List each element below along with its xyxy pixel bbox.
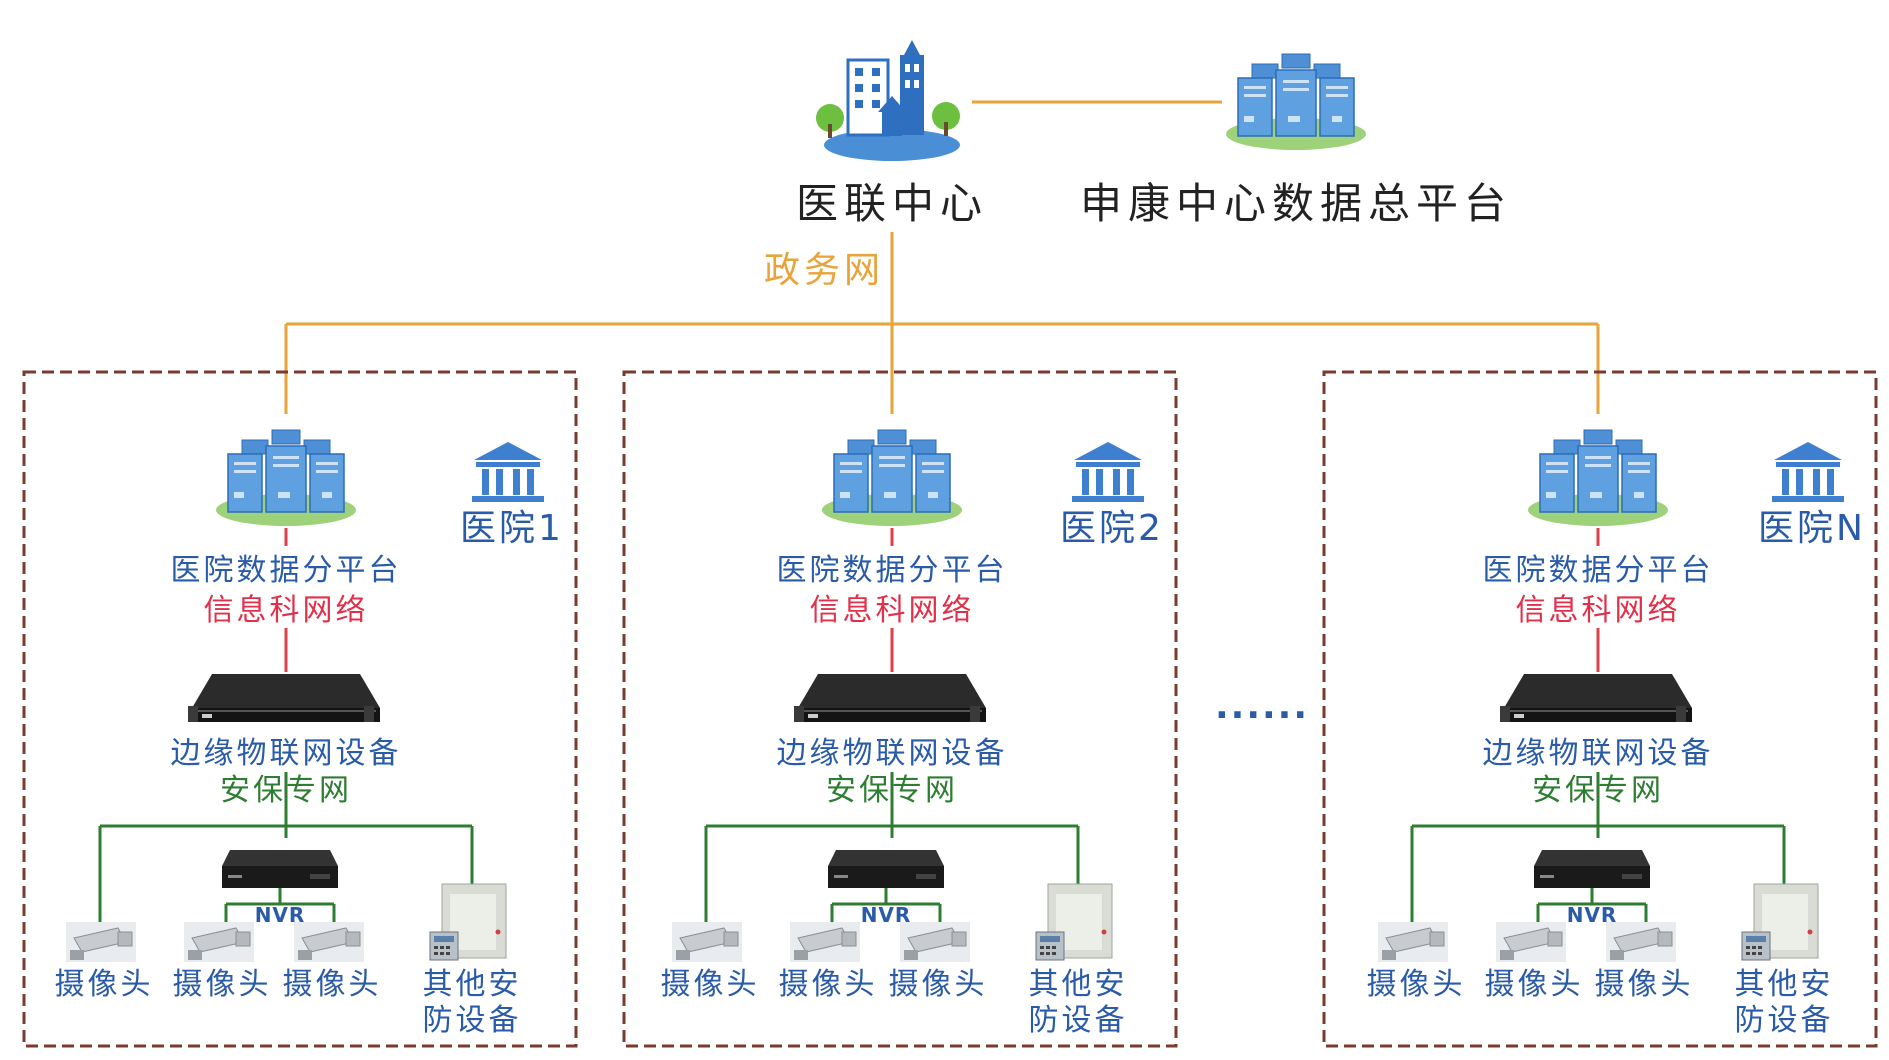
camera-label: 摄像头 <box>889 967 988 1002</box>
edge-iot-device-icon <box>188 674 380 722</box>
camera-label: 摄像头 <box>779 967 878 1002</box>
hospital-panels: 医院1医院数据分平台信息科网络边缘物联网设备安保专网NVR摄像头摄像头摄像头其他… <box>22 370 1878 1048</box>
hospital-panel: 医院1医院数据分平台信息科网络边缘物联网设备安保专网NVR摄像头摄像头摄像头其他… <box>22 370 578 1048</box>
hospital-frame <box>622 370 1178 1048</box>
camera-icon <box>183 921 255 963</box>
other-security-device-label-line2: 防设备 <box>423 1003 522 1038</box>
camera-icon <box>671 921 743 963</box>
master-platform-server-icon <box>1225 53 1367 151</box>
hospital-platform-label: 医院数据分平台 <box>777 553 1008 588</box>
nvr-icon <box>222 850 338 888</box>
other-security-device-label-line1: 其他安 <box>1735 967 1834 1002</box>
hospital-name: 医院1 <box>460 508 564 549</box>
alarm-panel-icon <box>1741 883 1819 961</box>
camera-icon <box>789 921 861 963</box>
other-security-device-label-line1: 其他安 <box>423 967 522 1002</box>
camera-label: 摄像头 <box>1595 967 1694 1002</box>
other-security-device-label-line1: 其他安 <box>1029 967 1128 1002</box>
medical-union-center-label: 医联中心 <box>796 179 988 228</box>
camera-label: 摄像头 <box>55 967 154 1002</box>
camera-label: 摄像头 <box>661 967 760 1002</box>
government-network-label: 政务网 <box>764 250 884 291</box>
camera-label: 摄像头 <box>283 967 382 1002</box>
it-network-label: 信息科网络 <box>1516 593 1681 628</box>
edge-iot-device-icon <box>794 674 986 722</box>
nvr-icon <box>1534 850 1650 888</box>
edge-device-label: 边缘物联网设备 <box>171 736 402 771</box>
nvr-icon <box>828 850 944 888</box>
camera-label: 摄像头 <box>173 967 272 1002</box>
camera-icon <box>1605 921 1677 963</box>
master-platform-label: 申康中心数据总平台 <box>1080 179 1512 228</box>
hospital-name: 医院2 <box>1060 508 1164 549</box>
hospital-platform-server-icon <box>1527 429 1669 527</box>
hospital-frame <box>22 370 578 1048</box>
alarm-panel-icon <box>429 883 507 961</box>
camera-label: 摄像头 <box>1485 967 1584 1002</box>
hospital-platform-label: 医院数据分平台 <box>171 553 402 588</box>
more-hospitals-ellipsis: ...... <box>1215 686 1309 727</box>
medical-union-center-icon <box>816 40 960 161</box>
edge-device-label: 边缘物联网设备 <box>777 736 1008 771</box>
camera-label: 摄像头 <box>1367 967 1466 1002</box>
it-network-label: 信息科网络 <box>810 593 975 628</box>
camera-icon <box>65 921 137 963</box>
hospital-building-icon <box>472 442 544 502</box>
camera-icon <box>1495 921 1567 963</box>
other-security-device-label-line2: 防设备 <box>1029 1003 1128 1038</box>
hospital-building-icon <box>1072 442 1144 502</box>
hospital-panel: 医院2医院数据分平台信息科网络边缘物联网设备安保专网NVR摄像头摄像头摄像头其他… <box>622 370 1178 1048</box>
hospital-platform-server-icon <box>821 429 963 527</box>
hospital-frame <box>1322 370 1878 1048</box>
hospital-platform-label: 医院数据分平台 <box>1483 553 1714 588</box>
edge-device-label: 边缘物联网设备 <box>1483 736 1714 771</box>
camera-icon <box>899 921 971 963</box>
alarm-panel-icon <box>1035 883 1113 961</box>
edge-iot-device-icon <box>1500 674 1692 722</box>
it-network-label: 信息科网络 <box>204 593 369 628</box>
hospital-platform-server-icon <box>215 429 357 527</box>
hospital-building-icon <box>1772 442 1844 502</box>
hospital-name: 医院N <box>1758 508 1866 549</box>
other-security-device-label-line2: 防设备 <box>1735 1003 1834 1038</box>
camera-icon <box>1377 921 1449 963</box>
hospital-panel: 医院N医院数据分平台信息科网络边缘物联网设备安保专网NVR摄像头摄像头摄像头其他… <box>1322 370 1878 1048</box>
camera-icon <box>293 921 365 963</box>
